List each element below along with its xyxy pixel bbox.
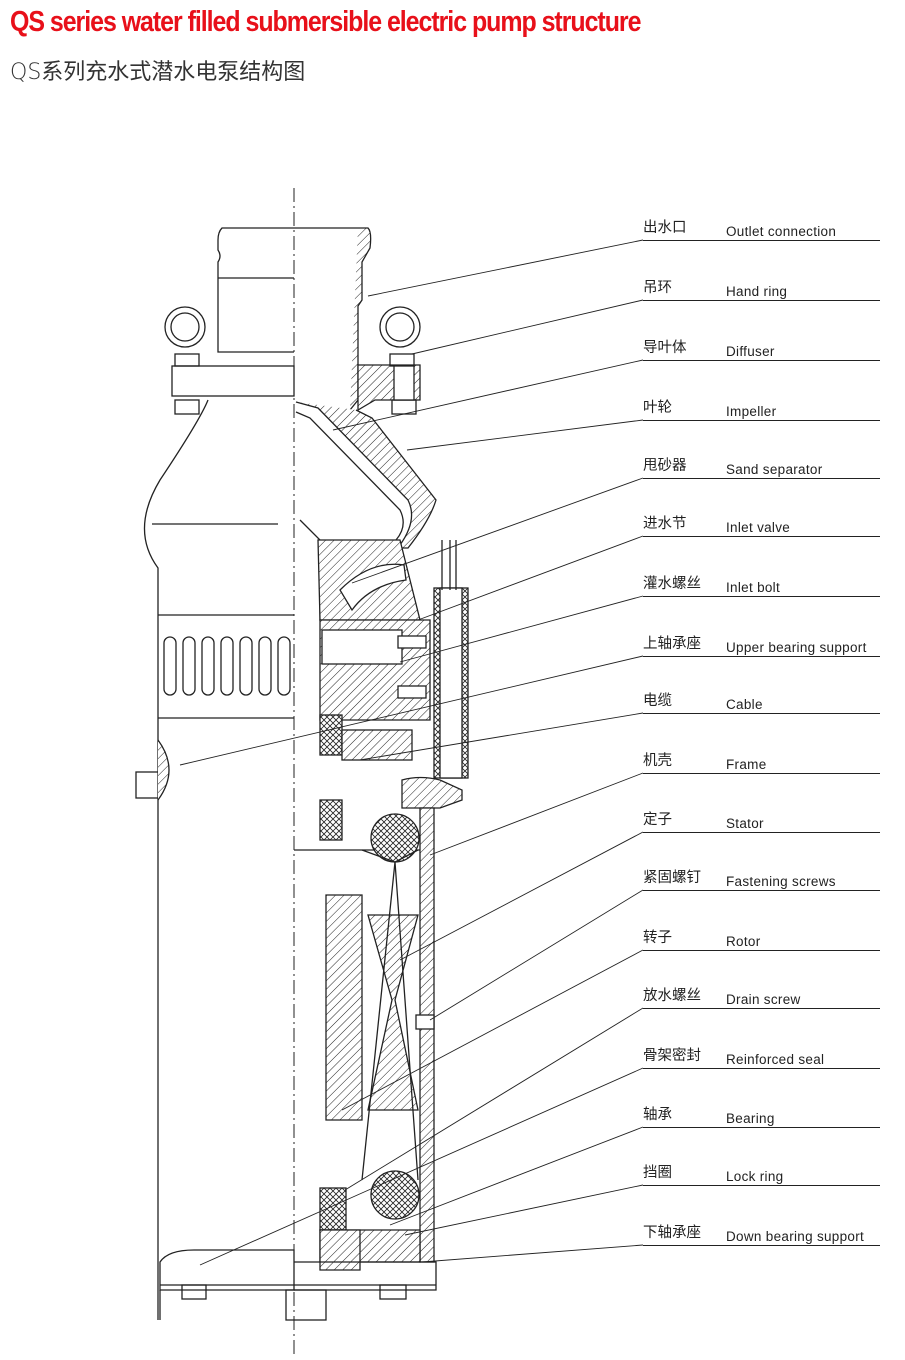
part-label: 灌水螺丝 Inlet bolt bbox=[643, 576, 880, 597]
part-label-cn: 电缆 bbox=[643, 693, 672, 709]
part-label-en: Cable bbox=[726, 697, 763, 712]
diffuser-exterior bbox=[143, 399, 209, 1320]
base bbox=[159, 1249, 295, 1291]
leader-rotor bbox=[341, 949, 644, 1111]
leader-inlet-valve bbox=[417, 535, 644, 621]
part-label: 上轴承座 Upper bearing support bbox=[643, 636, 880, 657]
part-label-cn: 灌水螺丝 bbox=[643, 576, 701, 592]
part-label: 挡圈 Lock ring bbox=[643, 1165, 880, 1186]
part-label: 骨架密封 Reinforced seal bbox=[643, 1048, 880, 1069]
part-label: 放水螺丝 Drain screw bbox=[643, 988, 880, 1009]
part-label-en: Lock ring bbox=[726, 1169, 784, 1184]
part-label-cn: 轴承 bbox=[643, 1107, 672, 1123]
leader-down-bearing-support bbox=[421, 1244, 644, 1263]
part-label-cn: 出水口 bbox=[643, 220, 687, 236]
part-label-en: Inlet bolt bbox=[726, 580, 781, 595]
inlet-slots bbox=[163, 636, 291, 696]
leader-lines bbox=[179, 239, 644, 1266]
part-label-cn: 上轴承座 bbox=[643, 636, 701, 652]
leader-hand-ring bbox=[411, 299, 644, 355]
part-label-en: Inlet valve bbox=[726, 520, 791, 535]
part-label-en: Diffuser bbox=[726, 344, 775, 359]
part-label: 轴承 Bearing bbox=[643, 1107, 880, 1128]
part-label-cn: 紧固螺钉 bbox=[643, 870, 701, 886]
part-label-en: Rotor bbox=[726, 934, 761, 949]
leader-outlet-connection bbox=[367, 239, 644, 297]
part-label: 叶轮 Impeller bbox=[643, 400, 880, 421]
leader-fastening-screws bbox=[429, 889, 644, 1021]
page-title: QS series water filled submersible elect… bbox=[10, 6, 641, 38]
part-label-en: Outlet connection bbox=[726, 224, 837, 239]
part-label-en: Hand ring bbox=[726, 284, 788, 299]
part-label: 紧固螺钉 Fastening screws bbox=[643, 870, 880, 891]
part-label: 甩砂器 Sand separator bbox=[643, 458, 880, 479]
leader-inlet-bolt bbox=[399, 595, 644, 663]
hand-ring-right bbox=[379, 306, 421, 348]
part-label-cn: 定子 bbox=[643, 812, 672, 828]
upper-bearing bbox=[319, 714, 343, 756]
part-label: 进水节 Inlet valve bbox=[643, 516, 880, 537]
part-label-en: Impeller bbox=[726, 404, 777, 419]
leader-lock-ring bbox=[404, 1184, 644, 1236]
leader-stator bbox=[399, 831, 644, 961]
part-label-cn: 导叶体 bbox=[643, 340, 687, 356]
hand-ring-left bbox=[164, 306, 206, 348]
part-label: 机壳 Frame bbox=[643, 753, 880, 774]
part-label-en: Reinforced seal bbox=[726, 1052, 825, 1067]
part-label: 转子 Rotor bbox=[643, 930, 880, 951]
part-label-en: Down bearing support bbox=[726, 1229, 865, 1244]
part-label-en: Drain screw bbox=[726, 992, 801, 1007]
part-label-en: Sand separator bbox=[726, 462, 823, 477]
part-label-cn: 机壳 bbox=[643, 753, 672, 769]
rotor bbox=[325, 894, 363, 1121]
part-label-en: Fastening screws bbox=[726, 874, 836, 889]
outlet-connection-section bbox=[349, 227, 372, 411]
inlet-bolt bbox=[135, 771, 159, 799]
part-label: 导叶体 Diffuser bbox=[643, 340, 880, 361]
flange-left bbox=[171, 365, 295, 397]
part-label: 定子 Stator bbox=[643, 812, 880, 833]
leader-bearing bbox=[389, 1126, 644, 1226]
leader-reinforced-seal bbox=[199, 1067, 644, 1266]
lower-bearing bbox=[319, 1187, 347, 1231]
winding-top bbox=[370, 813, 420, 863]
leader-diffuser bbox=[332, 359, 644, 431]
part-label-cn: 挡圈 bbox=[643, 1165, 672, 1181]
leader-cable bbox=[359, 712, 644, 761]
part-label-en: Upper bearing support bbox=[726, 640, 867, 655]
part-label-cn: 甩砂器 bbox=[643, 458, 687, 474]
outlet-connection-exterior bbox=[217, 227, 294, 353]
leader-drain-screw bbox=[344, 1007, 644, 1191]
part-label: 出水口 Outlet connection bbox=[643, 220, 880, 241]
part-label-en: Frame bbox=[726, 757, 767, 772]
leader-impeller bbox=[406, 419, 644, 451]
part-label-cn: 进水节 bbox=[643, 516, 687, 532]
part-label-cn: 叶轮 bbox=[643, 400, 672, 416]
leader-sand-separator bbox=[351, 477, 644, 584]
part-label-en: Bearing bbox=[726, 1111, 775, 1126]
page-subtitle: QS系列充水式潜水电泵结构图 bbox=[10, 60, 306, 85]
part-label: 电缆 Cable bbox=[643, 693, 880, 714]
part-label-cn: 下轴承座 bbox=[643, 1225, 701, 1241]
stator bbox=[367, 914, 419, 1111]
part-label-cn: 骨架密封 bbox=[643, 1048, 701, 1064]
part-label-cn: 转子 bbox=[643, 930, 672, 946]
leader-frame bbox=[429, 772, 644, 856]
frame-section bbox=[419, 807, 435, 1263]
part-label-cn: 放水螺丝 bbox=[643, 988, 701, 1004]
part-label-en: Stator bbox=[726, 816, 764, 831]
drain-screw bbox=[415, 1014, 435, 1030]
part-label: 下轴承座 Down bearing support bbox=[643, 1225, 880, 1246]
part-label: 吊环 Hand ring bbox=[643, 280, 880, 301]
winding-bottom bbox=[370, 1170, 420, 1220]
part-label-cn: 吊环 bbox=[643, 280, 672, 296]
leader-upper-bearing-support bbox=[179, 655, 644, 766]
